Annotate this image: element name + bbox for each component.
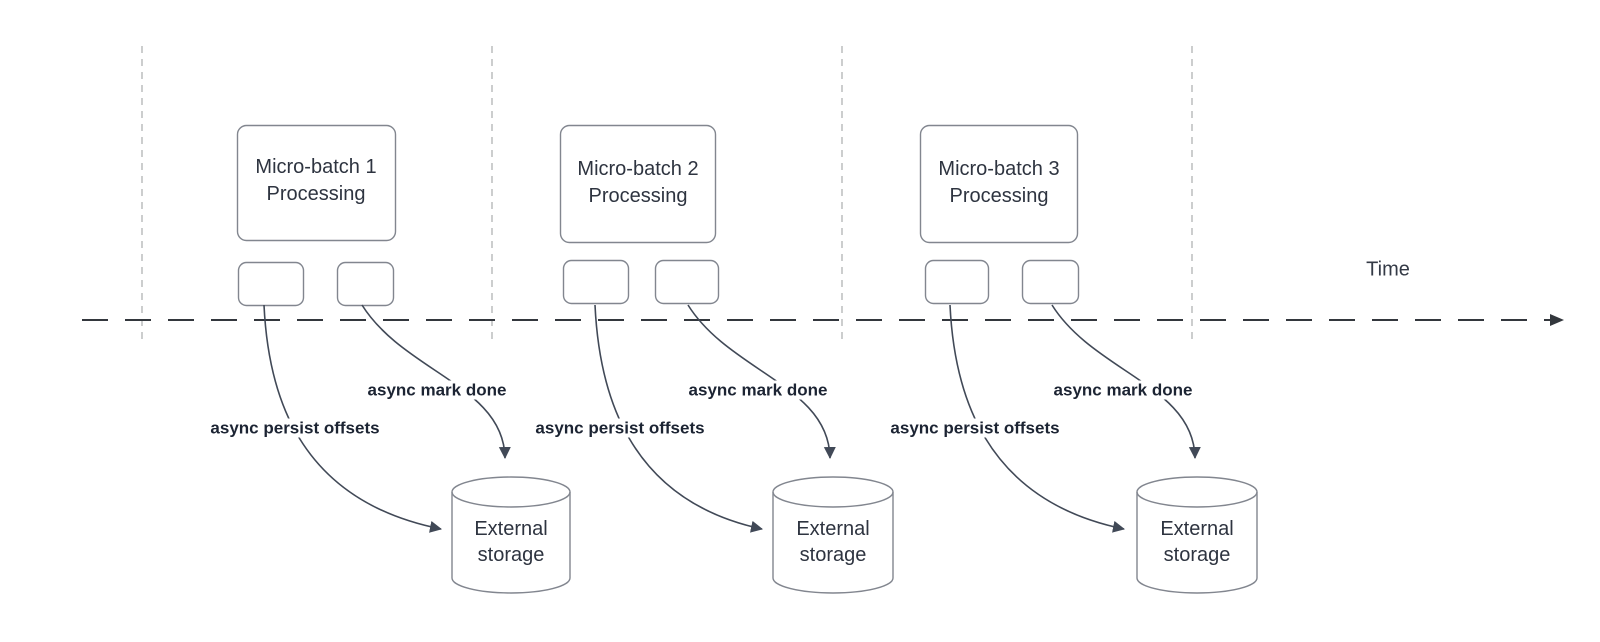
mark-done-label-1: async mark done bbox=[364, 380, 510, 400]
micro-batch-1-title: Micro-batch 1 Processing bbox=[255, 156, 377, 205]
mark-done-arrow-1 bbox=[361, 304, 511, 459]
external-storage-label-2: External storage bbox=[796, 518, 870, 566]
micro-batch-group-1-shapes bbox=[236, 124, 571, 594]
micro-batch-3-title: Micro-batch 3 Processing bbox=[938, 158, 1060, 207]
mark-done-arrow-2 bbox=[687, 304, 836, 459]
offset-box-1b bbox=[336, 261, 395, 307]
offset-box-3b bbox=[1021, 259, 1080, 305]
mark-done-label-3: async mark done bbox=[1050, 380, 1196, 400]
external-storage-cylinder-2-lip bbox=[772, 491, 894, 508]
offset-box-3a bbox=[924, 259, 990, 305]
persist-offsets-arrow-1 bbox=[263, 304, 442, 533]
time-separators bbox=[141, 46, 1193, 342]
micro-batch-group-3-shapes bbox=[919, 124, 1258, 594]
micro-batch-1-box bbox=[236, 124, 397, 242]
micro-batch-3-box bbox=[919, 124, 1079, 244]
offset-box-2b bbox=[654, 259, 720, 305]
time-axis-label: Time bbox=[1366, 258, 1410, 281]
persist-offsets-label-2: async persist offsets bbox=[532, 418, 708, 438]
offset-box-1a bbox=[237, 261, 305, 307]
micro-batch-2-box bbox=[559, 124, 717, 244]
mark-done-arrow-3 bbox=[1051, 304, 1201, 459]
persist-offsets-label-1: async persist offsets bbox=[207, 418, 383, 438]
external-storage-cylinder-1 bbox=[451, 476, 571, 594]
persist-offsets-arrow-3 bbox=[949, 304, 1125, 533]
persist-offsets-label-3: async persist offsets bbox=[887, 418, 1063, 438]
external-storage-cylinder-3 bbox=[1136, 476, 1258, 594]
external-storage-label-3: External storage bbox=[1160, 518, 1234, 566]
offset-box-2a bbox=[562, 259, 630, 305]
micro-batch-group-2-shapes bbox=[559, 124, 894, 594]
external-storage-label-1: External storage bbox=[474, 518, 548, 566]
external-storage-cylinder-3-lip bbox=[1136, 491, 1258, 508]
external-storage-cylinder-1-lip bbox=[451, 491, 571, 508]
micro-batch-2-title: Micro-batch 2 Processing bbox=[577, 158, 699, 207]
mark-done-label-2: async mark done bbox=[685, 380, 831, 400]
persist-offsets-arrow-2 bbox=[594, 304, 763, 533]
external-storage-cylinder-2 bbox=[772, 476, 894, 594]
